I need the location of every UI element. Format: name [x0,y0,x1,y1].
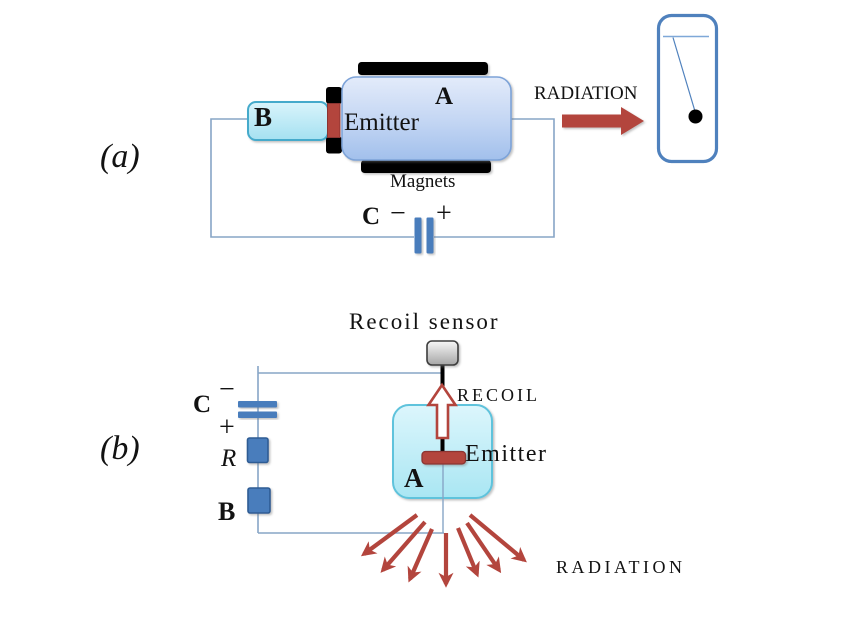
chamber-label-a: A [435,83,454,110]
radiation-arrow-1 [360,513,419,557]
meter-body [656,13,719,164]
radiation-arrow-6 [465,521,502,574]
radiation-label-b: RADIATION [556,557,686,577]
source-label-a: B [254,102,273,132]
recoil-sensor-label: Recoil sensor [349,309,500,334]
radiation-arrow-3 [407,528,434,583]
resistor-label: R [221,445,237,472]
recoil-sensor-box [426,340,459,366]
recoil-arrow [426,382,458,440]
minus-label-b: − [219,374,235,405]
circuit-wire-a-right [434,118,555,238]
minus-label-a: − [390,198,406,229]
radiation-label-a: RADIATION [534,83,638,104]
radiation-arrow-a [562,107,644,135]
magnets-label: Magnets [390,171,456,192]
battery-block [247,487,271,514]
magnet-top-bar [358,62,488,75]
circuit-wire-a-left [210,118,414,238]
capacitor-label-a: C [362,203,381,230]
emitter-label-b: Emitter [465,441,548,467]
radiation-fan [360,513,527,588]
plus-label-a: + [436,198,452,229]
capacitor-a-right-plate [426,217,434,254]
panel-b-figure-label: (b) [100,430,140,467]
collimator-bottom-block [326,136,342,154]
collimator-top-block [326,87,342,104]
capacitor-b-bottom-plate [238,411,277,418]
battery-label-b: B [218,497,236,526]
meter-needle-bob [688,109,703,124]
panel-a-figure-label: (a) [100,138,140,175]
recoil-label: RECOIL [457,385,540,405]
chamber-label-b: A [404,463,424,493]
capacitor-b-top-plate [238,401,277,408]
chamber-box-a [341,76,512,161]
emitter-label-a: Emitter [344,109,419,136]
meter-needle [672,37,697,114]
radiation-arrow-2 [380,520,427,573]
radiation-arrow-7 [468,513,527,563]
capacitor-a-left-plate [414,217,422,254]
resistor-block [246,437,269,464]
magnet-bottom-bar [361,160,491,173]
emitter-bar-b [421,450,467,465]
emitter-bar-a [327,103,341,138]
plus-label-b: + [219,412,235,443]
capacitor-label-b: C [193,391,212,418]
radiation-arrow-5 [456,527,480,578]
